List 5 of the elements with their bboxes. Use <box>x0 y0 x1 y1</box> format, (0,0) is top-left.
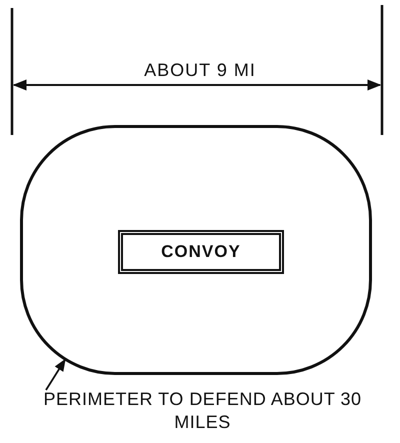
convoy-box: CONVOY <box>118 230 284 274</box>
callout-text: PERIMETER TO DEFEND ABOUT 30 MILES <box>30 388 375 440</box>
leader-line <box>45 358 66 390</box>
perimeter-outline <box>20 125 372 375</box>
dimension-label: ABOUT 9 MI <box>143 60 257 81</box>
